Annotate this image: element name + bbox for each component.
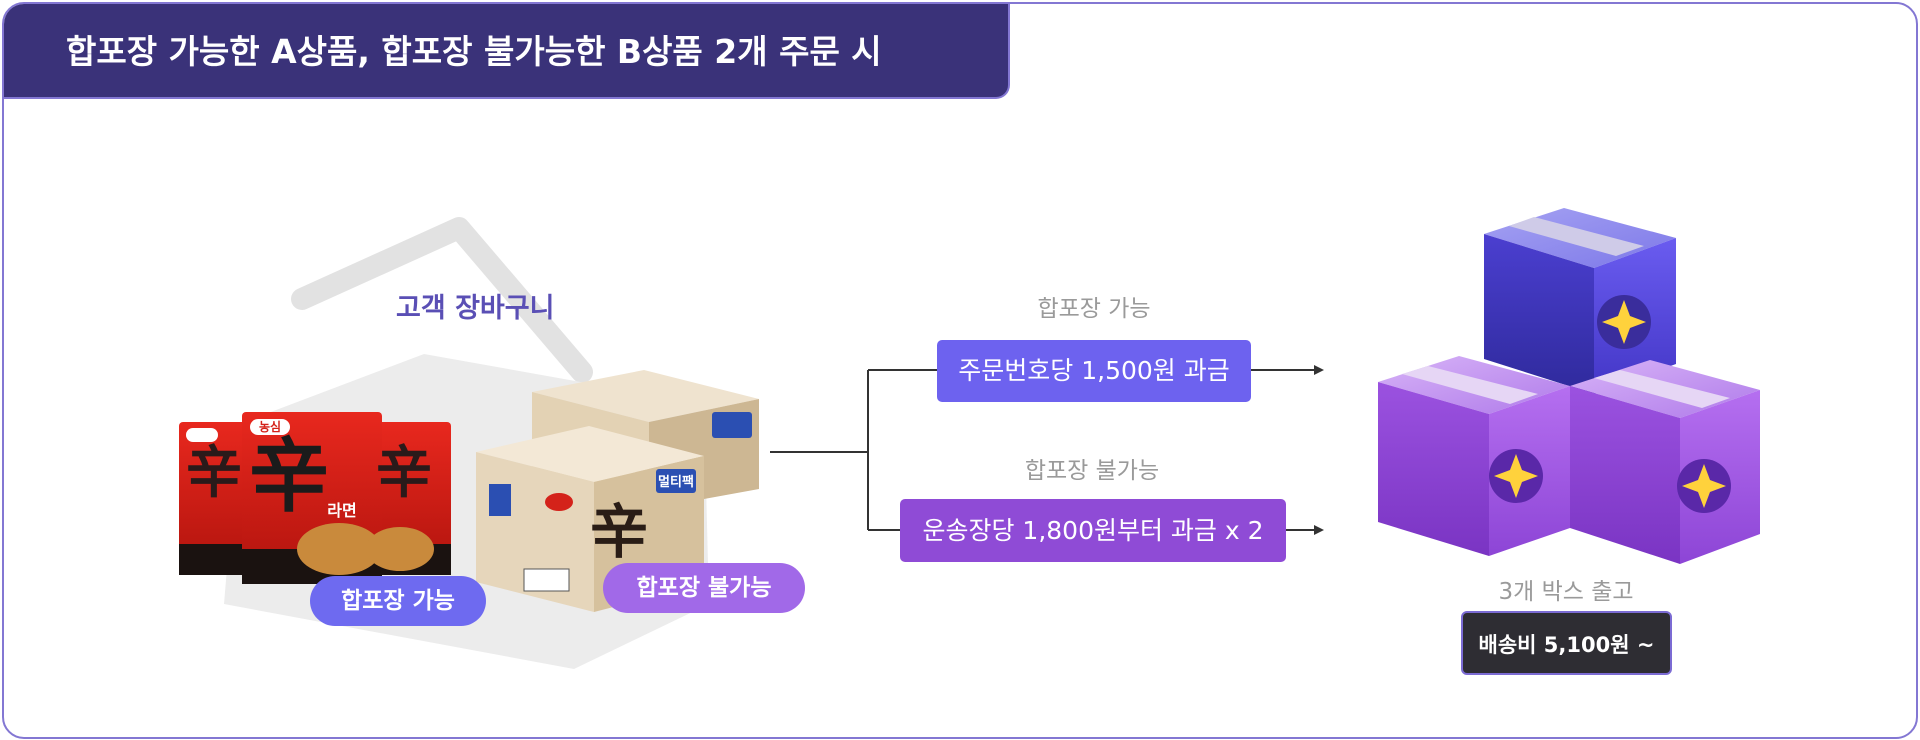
badge-pack-ok: 합포장 가능 bbox=[310, 576, 486, 626]
shipping-box-purple-right-icon bbox=[1570, 360, 1760, 564]
title-banner: 합포장 가능한 A상품, 합포장 불가능한 B상품 2개 주문 시 bbox=[4, 4, 1010, 99]
arrow-head-icon bbox=[1314, 365, 1324, 375]
ramen-brand-label: 농심 bbox=[259, 419, 281, 434]
rule-per-waybill: 운송장당 1,800원부터 과금 x 2 bbox=[900, 499, 1286, 562]
label-pack-no: 합포장 불가능 bbox=[1024, 458, 1160, 484]
ramen-hanja-left: 辛 bbox=[186, 440, 242, 506]
box-hanja: 辛 bbox=[590, 498, 648, 566]
ramen-hanja-main: 辛 bbox=[249, 429, 329, 523]
rule-per-order: 주문번호당 1,500원 과금 bbox=[937, 340, 1251, 402]
arrow-head-icon bbox=[1314, 525, 1324, 535]
shipping-box-blue-icon bbox=[1484, 208, 1676, 394]
flow-connector bbox=[770, 369, 1318, 531]
shipping-box-purple-left-icon bbox=[1378, 356, 1570, 556]
box-sticker: 멀티팩 bbox=[658, 474, 694, 490]
label-pack-ok: 합포장 가능 bbox=[1037, 296, 1151, 322]
result-caption: 3개 박스 출고 bbox=[1498, 579, 1634, 605]
ramen-hanja-right: 辛 bbox=[376, 440, 432, 506]
ramen-pack-icon bbox=[179, 412, 451, 584]
shipping-fee-badge: 배송비 5,100원 ~ bbox=[1461, 611, 1672, 675]
ramen-name-label: 라면 bbox=[327, 501, 356, 520]
cart-title: 고객 장바구니 bbox=[396, 293, 555, 324]
badge-pack-no: 합포장 불가능 bbox=[603, 563, 805, 613]
